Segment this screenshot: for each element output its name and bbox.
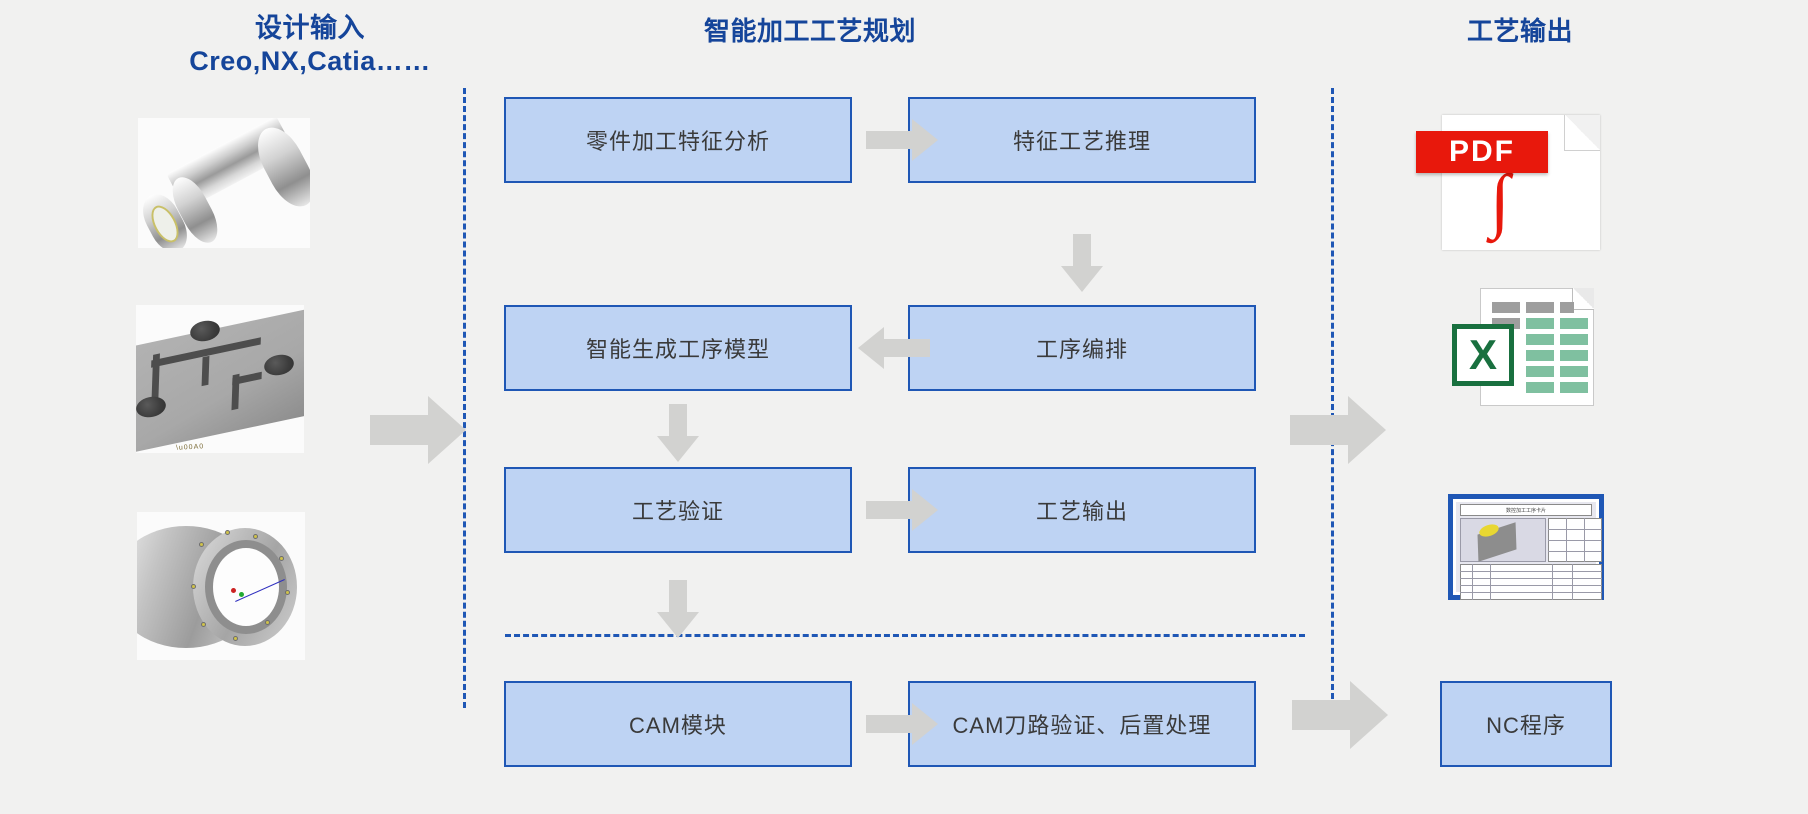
excel-cell [1526, 382, 1554, 393]
box-sequence-planning[interactable]: 工序编排 [908, 305, 1256, 391]
drawing-sheet: 数控加工工序卡片 [1456, 502, 1602, 600]
excel-cell [1560, 350, 1588, 361]
box-process-output[interactable]: 工艺输出 [908, 467, 1256, 553]
drawing-operation-table [1460, 564, 1602, 600]
excel-cell [1560, 334, 1588, 345]
divider-right-dashed [1331, 88, 1334, 708]
pdf-acrobat-glyph: ∫ [1490, 160, 1510, 240]
excel-logo: X [1452, 324, 1514, 386]
divider-horizontal-dashed [505, 634, 1305, 637]
drawing-table-rule [1472, 564, 1473, 600]
arrow-to-results [1290, 396, 1386, 464]
drawing-table-rule [1548, 540, 1602, 541]
excel-cell [1560, 382, 1588, 393]
arrow-to-nc [1292, 681, 1388, 749]
casing-origin-marker [231, 588, 236, 593]
excel-page-fold [1572, 288, 1594, 310]
excel-cell [1560, 302, 1574, 313]
casing-bolt [191, 584, 196, 589]
header-process-planning: 智能加工工艺规划 [703, 16, 916, 46]
drawing-table-rule [1584, 518, 1585, 562]
casing-bolt [279, 556, 284, 561]
plate-top-face [136, 308, 304, 453]
drawing-table-rule [1572, 564, 1573, 600]
excel-cell [1526, 350, 1554, 361]
casing-bolt [265, 620, 270, 625]
box-cam-verify-post[interactable]: CAM刀路验证、后置处理 [908, 681, 1256, 767]
excel-cell [1526, 302, 1554, 313]
drawing-table-rule [1490, 564, 1491, 600]
pdf-badge: PDF [1416, 131, 1548, 173]
excel-cell [1526, 334, 1554, 345]
cad-machined-plate-thumbnail: \u00A0 [136, 305, 304, 453]
casing-axis-marker [239, 592, 244, 597]
casing-bolt [253, 534, 258, 539]
drawing-table-rule [1552, 564, 1553, 600]
excel-cell [1492, 302, 1520, 313]
drawing-table-rule [1460, 578, 1602, 579]
box-nc-program[interactable]: NC程序 [1440, 681, 1612, 767]
casing-bolt [285, 590, 290, 595]
excel-document-icon: X [1452, 288, 1594, 410]
arrow-model-to-validation [657, 404, 699, 462]
casing-bore [213, 548, 279, 626]
drawing-table-rule [1548, 551, 1602, 552]
arrow-input [370, 396, 466, 464]
header-design-input-subtitle: Creo,NX,Catia…… [189, 45, 431, 76]
casing-bolt [199, 542, 204, 547]
box-process-validation[interactable]: 工艺验证 [504, 467, 852, 553]
arrow-cam-to-verify [866, 703, 938, 745]
drawing-table-rule [1566, 518, 1567, 562]
process-drawing-thumbnail: 数控加工工序卡片 [1448, 494, 1604, 600]
drawing-table-rule [1460, 585, 1602, 586]
arrow-validation-to-output [866, 489, 938, 531]
casing-bolt [233, 636, 238, 641]
header-process-output: 工艺输出 [1466, 16, 1573, 46]
box-feature-analysis[interactable]: 零件加工特征分析 [504, 97, 852, 183]
plate-watermark: \u00A0 [175, 443, 205, 452]
arrow-sequence-to-model [858, 327, 930, 369]
box-feature-reasoning[interactable]: 特征工艺推理 [908, 97, 1256, 183]
drawing-table-rule [1460, 592, 1602, 593]
excel-cell [1526, 366, 1554, 377]
arrow-reasoning-to-sequence [1061, 234, 1103, 292]
excel-cell [1526, 318, 1554, 329]
casing-bolt [201, 622, 206, 627]
box-generate-model[interactable]: 智能生成工序模型 [504, 305, 852, 391]
excel-cell [1560, 318, 1588, 329]
arrow-output-to-cam [657, 580, 699, 638]
cad-shaft-housing-thumbnail [138, 118, 310, 248]
box-cam-module[interactable]: CAM模块 [504, 681, 852, 767]
header-design-input: 设计输入 Creo,NX,Catia…… [120, 12, 500, 78]
pdf-document-icon: ∫ PDF [1416, 115, 1600, 250]
casing-bolt [225, 530, 230, 535]
excel-cell [1492, 318, 1520, 329]
drawing-part-view [1460, 518, 1546, 562]
arrow-analysis-to-reasoning [866, 119, 938, 161]
cad-engine-casing-thumbnail [137, 512, 305, 660]
pdf-page-fold [1564, 115, 1600, 151]
plate-pocket-3 [201, 355, 210, 387]
plate-pocket-5 [231, 373, 240, 411]
header-design-input-title: 设计输入 [255, 13, 365, 43]
excel-cell [1560, 366, 1588, 377]
drawing-title-block: 数控加工工序卡片 [1460, 504, 1592, 516]
drawing-table-rule [1460, 571, 1602, 572]
drawing-table-rule [1548, 529, 1602, 530]
